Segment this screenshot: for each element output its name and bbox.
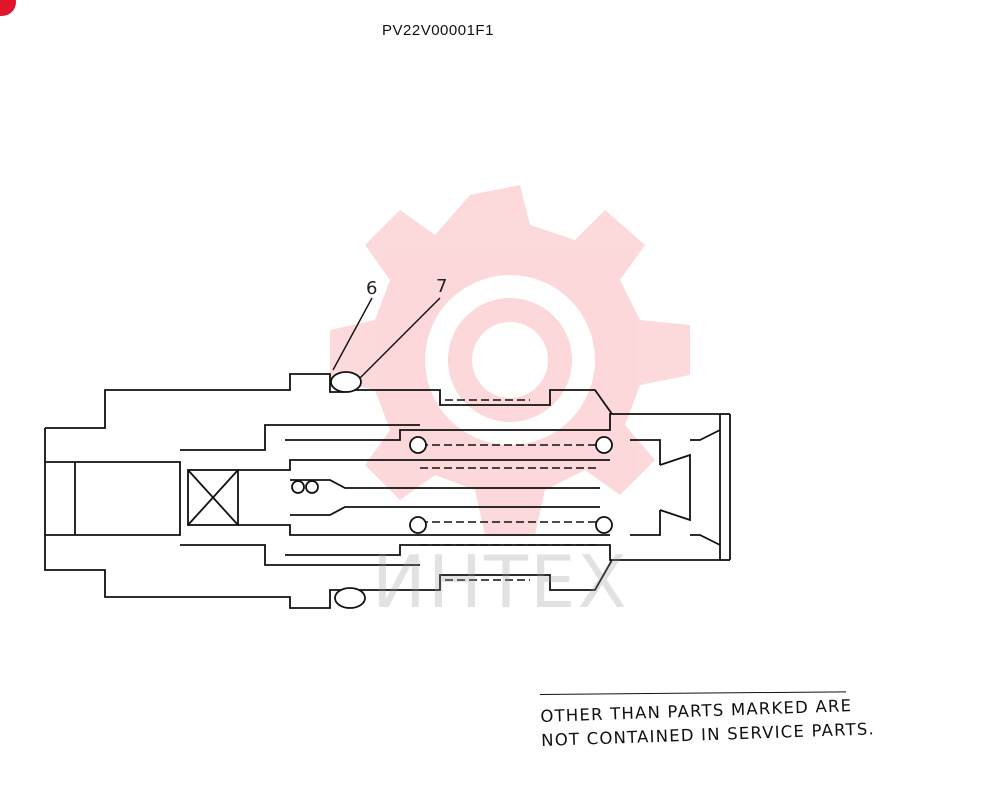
callout-leaders <box>332 297 441 379</box>
spring-hidden-lines <box>420 399 600 581</box>
watermark-text: ИНТЕХ <box>372 540 629 624</box>
callout-7: 7 <box>436 276 448 297</box>
valve-outline <box>44 373 731 609</box>
callout-6: 6 <box>366 278 378 299</box>
o-rings <box>291 371 613 609</box>
drawing-code: PV22V00001F1 <box>382 22 494 39</box>
watermark-gear-icon <box>330 185 690 535</box>
